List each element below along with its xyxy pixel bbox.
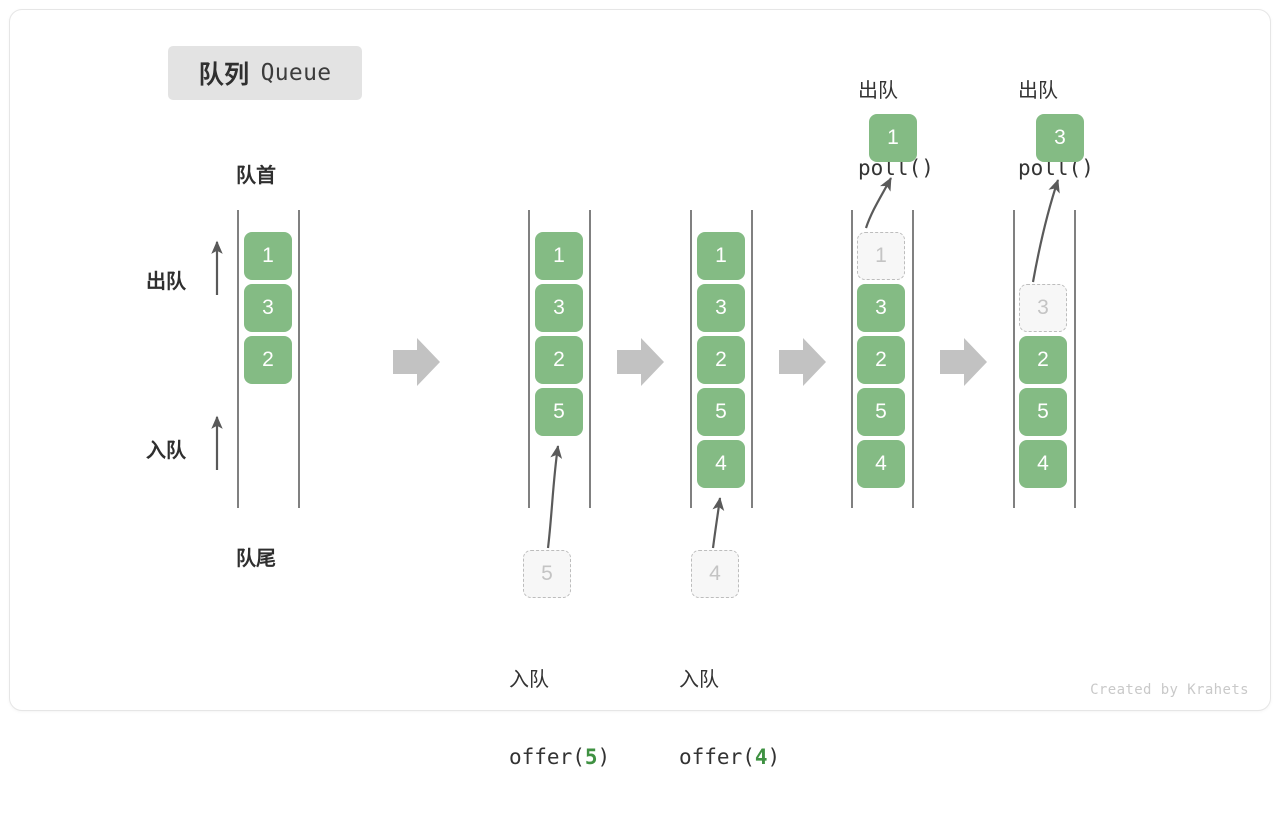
queue-cell: 3 [697,284,745,332]
title-badge: 队列 Queue [168,46,362,100]
title-en: Queue [260,60,332,86]
queue-cell: 2 [244,336,292,384]
queue-cell: 5 [857,388,905,436]
ghost-cell-poll-3: 3 [1019,284,1067,332]
rail-right [912,210,914,508]
rail-left [690,210,692,508]
operation-offer-4-code: offer(4) [679,744,781,769]
queue-cell-new: 5 [535,388,583,436]
queue-cell: 3 [857,284,905,332]
credit-text: Created by Krahets [1090,682,1249,698]
operation-poll-3-cn: 出队 [1018,80,1058,103]
queue-cell: 1 [535,232,583,280]
queue-cell: 4 [1019,440,1067,488]
queue-cell: 2 [535,336,583,384]
operation-offer-4: 入队 offer(4) [679,620,780,819]
queue-cell: 3 [244,284,292,332]
popped-cell-3: 3 [1036,114,1084,162]
rail-right [589,210,591,508]
operation-offer-5: 入队 offer(5) [509,620,610,819]
ghost-cell-poll-1: 1 [857,232,905,280]
operation-offer-4-cn: 入队 [679,669,719,692]
queue-cell: 5 [1019,388,1067,436]
queue-cell: 2 [1019,336,1067,384]
rail-right [1074,210,1076,508]
rail-left [528,210,530,508]
popped-cell-1: 1 [869,114,917,162]
rail-left [1013,210,1015,508]
rail-right [751,210,753,508]
operation-offer-5-code: offer(5) [509,744,611,769]
operation-offer-4-value: 4 [754,744,768,769]
rail-left [851,210,853,508]
ghost-cell-offer-4: 4 [691,550,739,598]
queue-cell-new: 4 [697,440,745,488]
enqueue-direction-label: 入队 [146,440,186,462]
rail-right [298,210,300,508]
queue-cell: 4 [857,440,905,488]
queue-cell: 2 [697,336,745,384]
queue-tail-label: 队尾 [236,548,276,570]
dequeue-direction-label: 出队 [146,271,186,293]
queue-cell: 3 [535,284,583,332]
queue-head-label: 队首 [236,165,276,187]
title-cn: 队列 [198,61,250,89]
rail-left [237,210,239,508]
operation-poll-1-cn: 出队 [858,80,898,103]
diagram-canvas: 队列 Queue 队首 队尾 出队 入队 入队 offer(5) 入队 offe… [9,9,1271,769]
queue-cell: 2 [857,336,905,384]
operation-offer-5-cn: 入队 [509,669,549,692]
ghost-cell-offer-5: 5 [523,550,571,598]
queue-cell: 1 [244,232,292,280]
operation-offer-5-value: 5 [584,744,598,769]
queue-cell: 5 [697,388,745,436]
queue-cell: 1 [697,232,745,280]
